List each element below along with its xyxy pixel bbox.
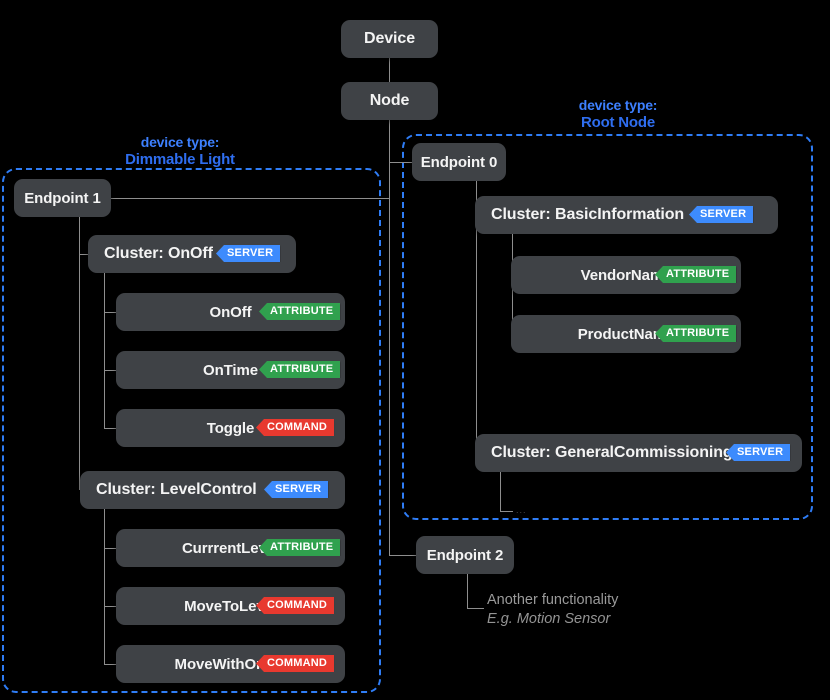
node-label: Node xyxy=(369,92,410,109)
command-badge: COMMAND xyxy=(256,655,335,672)
node-box[interactable]: Node xyxy=(341,82,438,120)
cluster-basicinformation-label: Cluster: BasicInformation xyxy=(491,206,685,223)
attribute-currentlevel-badge-slot: ATTRIBUTE xyxy=(259,539,341,556)
device-type-name-dimmable: Dimmable Light xyxy=(125,150,235,168)
attribute-onoff-badge-slot: ATTRIBUTE xyxy=(259,303,341,320)
attribute-ontime-label: OnTime xyxy=(203,361,258,379)
cluster-generalcommissioning-label: Cluster: GeneralCommissioning xyxy=(491,444,733,461)
command-toggle-label: Toggle xyxy=(206,419,255,437)
cluster-generalcommissioning-badge-slot: SERVER xyxy=(726,444,791,461)
connector-endpoint1-spine xyxy=(79,217,80,490)
command-movewithonoff-badge-slot: COMMAND xyxy=(256,655,335,672)
connector-generalcommissioning-placeholder xyxy=(500,511,513,512)
device-box[interactable]: Device xyxy=(341,20,438,58)
endpoint-2-note-line2: E.g. Motion Sensor xyxy=(487,611,611,627)
attribute-badge: ATTRIBUTE xyxy=(655,325,737,342)
command-movewithonoff-label: MoveWithOnOff xyxy=(174,655,287,673)
server-badge: SERVER xyxy=(726,444,791,461)
attribute-badge: ATTRIBUTE xyxy=(259,361,341,378)
endpoint-2-note: Another functionality E.g. Motion Sensor xyxy=(487,591,618,629)
connector-generalcommissioning-spine xyxy=(500,472,501,512)
connector-onoff-cmd-toggle xyxy=(104,428,116,429)
device-type-label-root-node: device type: Root Node xyxy=(533,97,703,131)
attribute-badge: ATTRIBUTE xyxy=(259,303,341,320)
attribute-currentlevel-label: CurrrentLevel xyxy=(181,539,280,557)
endpoint-2-box[interactable]: Endpoint 2 xyxy=(416,536,514,574)
cluster-onoff-badge-slot: SERVER xyxy=(216,245,281,262)
connector-levelcontrol-cmd-movewithonoff xyxy=(104,664,116,665)
command-movetolevel-label: MoveToLevel xyxy=(184,597,277,615)
device-type-group-root-node xyxy=(402,134,813,520)
connector-endpoint2-spine xyxy=(467,574,468,609)
attribute-productname-badge-slot: ATTRIBUTE xyxy=(655,325,737,342)
device-type-group-dimmable-light xyxy=(2,168,381,693)
command-movetolevel-badge-slot: COMMAND xyxy=(256,597,335,614)
endpoint-2-label: Endpoint 2 xyxy=(426,546,504,564)
command-toggle-badge-slot: COMMAND xyxy=(256,419,335,436)
server-badge: SERVER xyxy=(689,206,754,223)
endpoint-2-note-line1: Another functionality xyxy=(487,592,619,608)
generalcommissioning-children-placeholder: ... xyxy=(516,505,527,515)
connector-onoff-spine xyxy=(104,273,105,428)
server-badge: SERVER xyxy=(216,245,281,262)
connector-trunk-endpoint0 xyxy=(389,162,412,163)
endpoint-0-label: Endpoint 0 xyxy=(420,153,498,171)
cluster-levelcontrol-label: Cluster: LevelControl xyxy=(96,481,257,498)
attribute-badge: ATTRIBUTE xyxy=(259,539,341,556)
command-toggle-box[interactable]: Toggle xyxy=(116,409,345,447)
command-badge: COMMAND xyxy=(256,419,335,436)
connector-onoff-attr-ontime xyxy=(104,370,116,371)
cluster-levelcontrol-badge-slot: SERVER xyxy=(264,481,329,498)
attribute-vendorname-label: VendorName xyxy=(580,266,672,284)
connector-endpoint2-note xyxy=(467,608,484,609)
endpoint-1-label: Endpoint 1 xyxy=(24,189,101,207)
command-badge: COMMAND xyxy=(256,597,335,614)
attribute-productname-label: ProductName xyxy=(577,325,675,343)
endpoint-0-box[interactable]: Endpoint 0 xyxy=(412,143,506,181)
connector-node-trunk xyxy=(389,119,390,556)
endpoint-1-box[interactable]: Endpoint 1 xyxy=(14,179,111,217)
connector-trunk-endpoint2 xyxy=(389,555,416,556)
attribute-vendorname-badge-slot: ATTRIBUTE xyxy=(655,266,737,283)
device-type-name-root: Root Node xyxy=(580,113,656,131)
connector-endpoint1-onoff xyxy=(79,254,89,255)
device-label: Device xyxy=(364,30,415,47)
attribute-badge: ATTRIBUTE xyxy=(655,266,737,283)
connector-levelcontrol-spine xyxy=(104,509,105,664)
connector-device-node xyxy=(389,57,390,83)
device-type-prefix-root: device type: xyxy=(578,97,658,113)
connector-onoff-attr-onoff xyxy=(104,312,116,313)
cluster-onoff-label: Cluster: OnOff xyxy=(104,245,213,262)
attribute-ontime-badge-slot: ATTRIBUTE xyxy=(259,361,341,378)
connector-endpoint0-spine xyxy=(476,181,477,453)
device-type-prefix-dimmable: device type: xyxy=(140,134,220,150)
connector-trunk-endpoint1 xyxy=(111,198,389,199)
connector-levelcontrol-cmd-movetolevel xyxy=(104,606,116,607)
cluster-basicinformation-badge-slot: SERVER xyxy=(689,206,754,223)
server-badge: SERVER xyxy=(264,481,329,498)
device-type-label-dimmable-light: device type: Dimmable Light xyxy=(90,134,270,168)
attribute-onoff-label: OnOff xyxy=(209,303,252,321)
connector-levelcontrol-attr-currentlevel xyxy=(104,548,116,549)
